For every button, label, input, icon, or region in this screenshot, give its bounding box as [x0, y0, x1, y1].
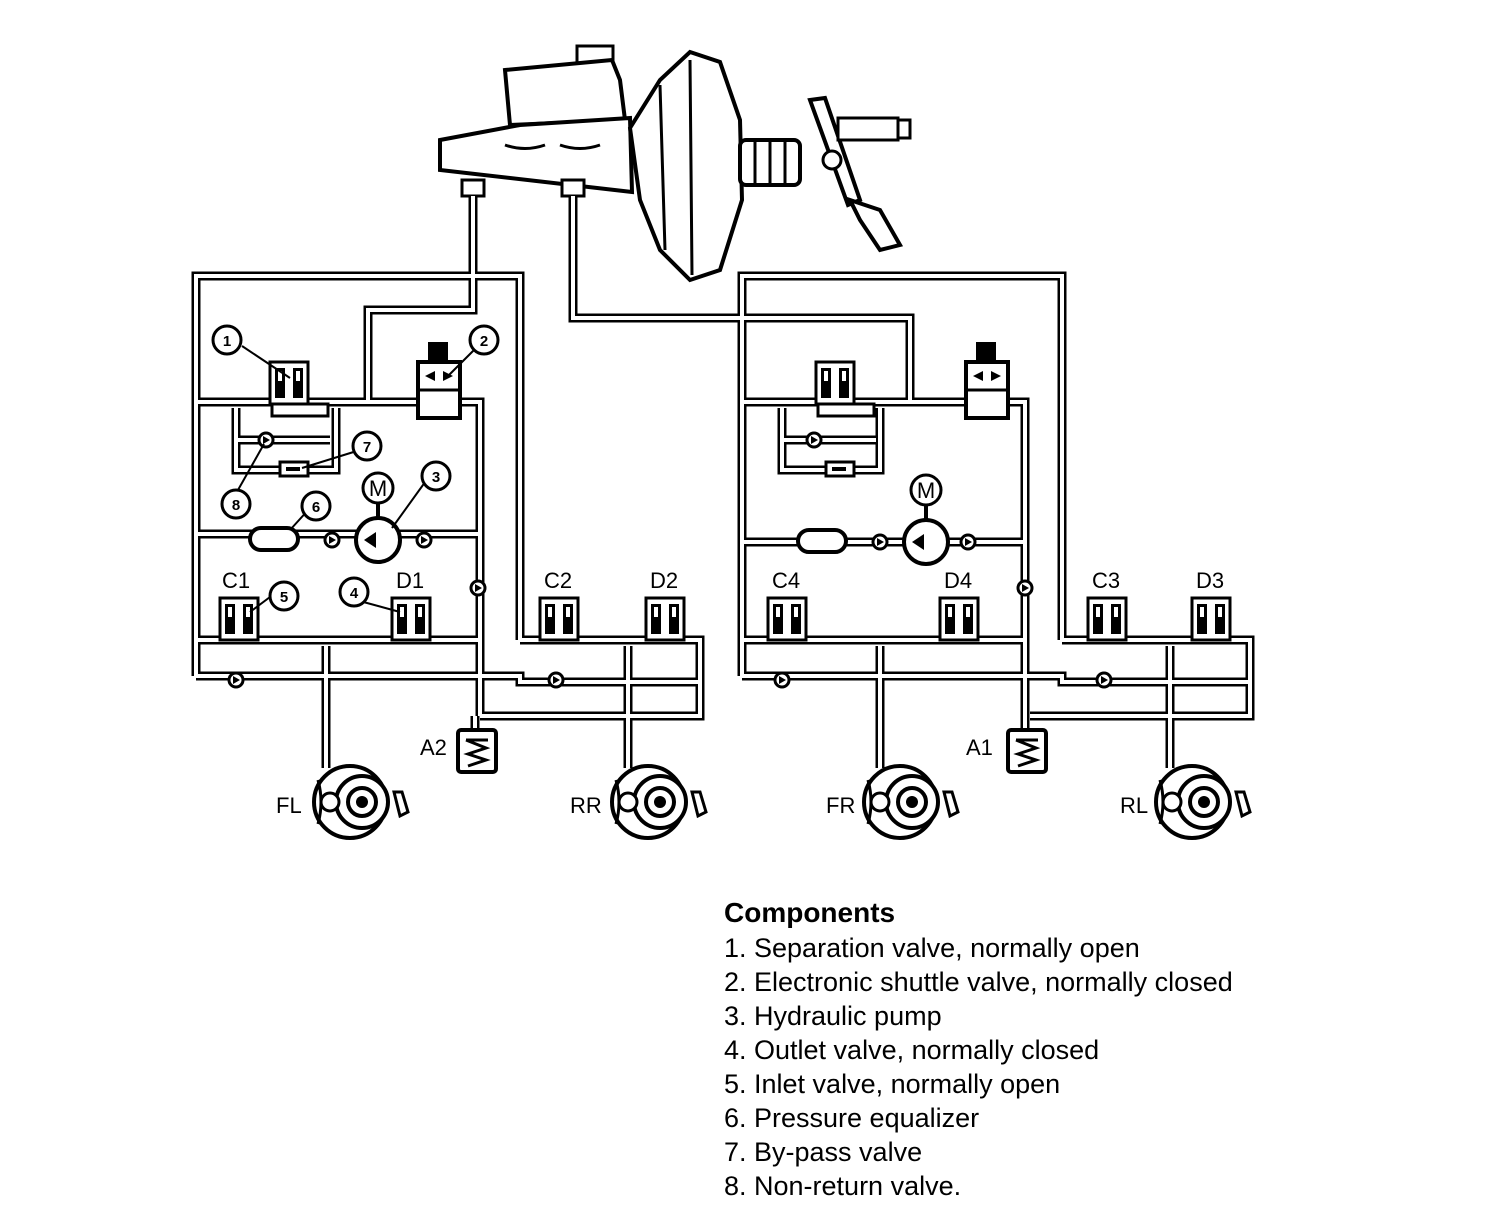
hydraulic-pump-right: M	[902, 473, 950, 566]
pressure-equalizer-left	[248, 526, 300, 552]
legend-title: Components	[724, 897, 896, 928]
callout-8: 8	[220, 488, 252, 520]
bypass-valve-left	[278, 460, 310, 478]
pump-inlet-check-left	[323, 531, 341, 549]
label-c2: C2	[544, 568, 572, 593]
label-fl: FL	[276, 793, 302, 818]
label-d2: D2	[650, 568, 678, 593]
legend-item-8: 8. Non-return valve.	[724, 1171, 962, 1201]
separation-valve-left	[268, 360, 330, 418]
legend-item-1: 1. Separation valve, normally open	[724, 933, 1140, 963]
shuttle-valve-right	[964, 342, 1010, 420]
legend-item-2: 2. Electronic shuttle valve, normally cl…	[724, 967, 1233, 997]
label-rr: RR	[570, 793, 602, 818]
svg-text:1: 1	[223, 333, 231, 350]
callout-1: 1	[211, 324, 243, 356]
label-c4: C4	[772, 568, 800, 593]
pump-inlet-check-right	[871, 533, 889, 551]
non-return-valve-right	[805, 431, 823, 449]
svg-text:8: 8	[232, 497, 240, 514]
outlet-valve-d4	[938, 596, 980, 642]
label-rl: RL	[1120, 793, 1148, 818]
outlet-valve-d1	[390, 596, 432, 642]
master-cylinder	[438, 44, 635, 198]
inlet-valve-c3	[1086, 596, 1128, 642]
callout-7: 7	[351, 430, 383, 462]
callout-2: 2	[468, 324, 500, 356]
shuttle-valve-left	[416, 342, 462, 420]
svg-text:2: 2	[480, 333, 488, 350]
separation-valve-right	[814, 360, 876, 418]
callout-4: 4	[338, 576, 370, 608]
inlet-valve-c2	[538, 596, 580, 642]
label-a1: A1	[966, 735, 993, 760]
motor-label-left: M	[369, 476, 387, 501]
brake-wheel-rl	[1154, 764, 1252, 840]
svg-text:5: 5	[280, 589, 288, 606]
pressure-equalizer-right	[796, 528, 848, 554]
brake-wheel-fl	[312, 764, 410, 840]
callout-3: 3	[420, 460, 452, 492]
inlet-valve-c1	[218, 596, 260, 642]
svg-text:7: 7	[363, 439, 371, 456]
inlet-valve-c4	[766, 596, 808, 642]
label-d4: D4	[944, 568, 972, 593]
check-valve-d4-side	[1016, 579, 1034, 597]
pump-outlet-check-left	[415, 531, 433, 549]
legend-item-4: 4. Outlet valve, normally closed	[724, 1035, 1100, 1065]
accumulator-a1	[1006, 728, 1048, 774]
label-c3: C3	[1092, 568, 1120, 593]
bypass-valve-right	[824, 460, 856, 478]
return-check-c4	[773, 671, 791, 689]
pump-outlet-check-right	[959, 533, 977, 551]
motor-label-right: M	[917, 478, 935, 503]
label-d1: D1	[396, 568, 424, 593]
brake-wheel-fr	[862, 764, 960, 840]
return-check-c2	[547, 671, 565, 689]
components-legend: Components 1. Separation valve, normally…	[724, 895, 1233, 1203]
brake-wheel-rr	[610, 764, 708, 840]
callout-6: 6	[300, 490, 332, 522]
legend-item-5: 5. Inlet valve, normally open	[724, 1069, 1061, 1099]
label-fr: FR	[826, 793, 855, 818]
label-d3: D3	[1196, 568, 1224, 593]
outlet-valve-d2	[644, 596, 686, 642]
legend-item-7: 7. By-pass valve	[724, 1137, 923, 1167]
accumulator-a2	[456, 728, 498, 774]
legend-item-3: 3. Hydraulic pump	[724, 1001, 942, 1031]
svg-text:6: 6	[312, 499, 320, 516]
hydraulic-pump-left: M	[354, 471, 402, 564]
outlet-valve-d3	[1190, 596, 1232, 642]
callout-5: 5	[268, 580, 300, 612]
svg-text:3: 3	[432, 469, 440, 486]
check-valve-d1-side	[469, 579, 487, 597]
brake-booster	[627, 49, 802, 283]
return-check-c1	[227, 671, 245, 689]
return-check-c3	[1095, 671, 1113, 689]
svg-text:4: 4	[350, 585, 359, 602]
label-a2: A2	[420, 735, 447, 760]
label-c1: C1	[222, 568, 250, 593]
legend-item-6: 6. Pressure equalizer	[724, 1103, 980, 1133]
brake-pedal	[807, 95, 912, 253]
non-return-valve-left	[257, 431, 275, 449]
